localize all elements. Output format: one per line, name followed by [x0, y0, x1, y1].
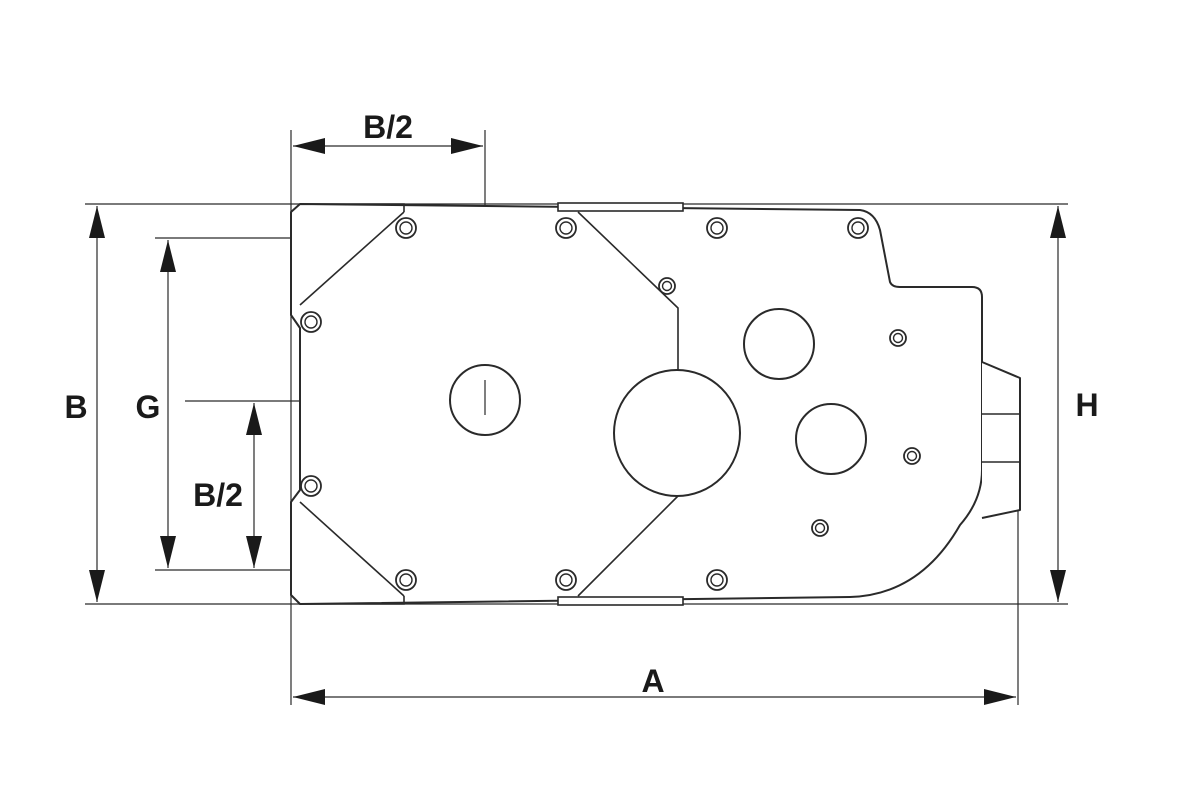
lower-bore [795, 403, 867, 475]
top-flange-center [557, 202, 684, 212]
bolt [395, 569, 417, 591]
label-b: B [64, 389, 87, 425]
chamfer-top-left [299, 211, 405, 306]
dimension-b [89, 206, 105, 602]
bolt-group [300, 217, 921, 591]
dimension-a [293, 689, 1016, 705]
bolt-small [889, 329, 907, 347]
chamfer-bottom-left [299, 501, 405, 597]
bolt [847, 217, 869, 239]
label-a: A [641, 663, 664, 699]
label-h: H [1075, 387, 1098, 423]
dimension-b-half-top [293, 138, 483, 154]
upper-bore [743, 308, 815, 380]
bolt [555, 217, 577, 239]
label-g: G [136, 389, 161, 425]
dimension-h [1050, 206, 1066, 602]
bottom-flange-left [300, 596, 405, 605]
cover-plate-edge [577, 211, 679, 597]
bolt [300, 475, 322, 497]
bolt-small [658, 277, 676, 295]
bolt [555, 569, 577, 591]
label-b-half-top: B/2 [363, 109, 413, 145]
output-shaft-bore [613, 369, 741, 497]
side-connector [981, 361, 1021, 519]
top-flange-left [300, 203, 405, 212]
bolt-small [811, 519, 829, 537]
bolt [706, 569, 728, 591]
dimension-b-half-left [246, 403, 262, 568]
bottom-flange-center [557, 596, 684, 606]
dimension-g [160, 240, 176, 568]
bolt-small [903, 447, 921, 465]
bolt [300, 311, 322, 333]
bolt [395, 217, 417, 239]
label-b-half-left: B/2 [193, 477, 243, 513]
bolt [706, 217, 728, 239]
